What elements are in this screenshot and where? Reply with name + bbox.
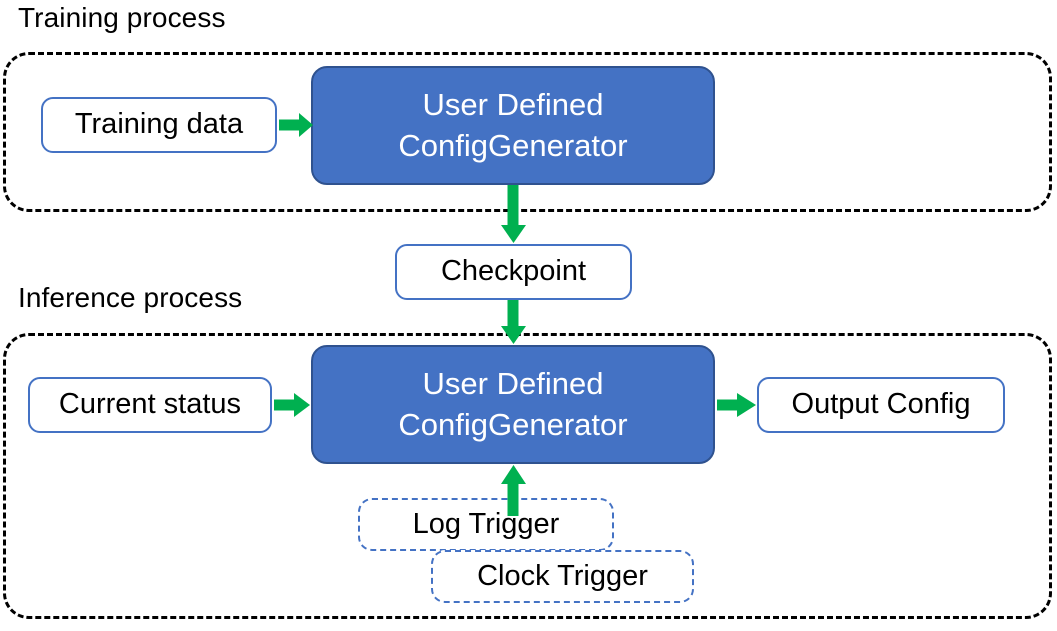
node-checkpoint[interactable]: Checkpoint bbox=[395, 244, 632, 300]
node-inference-config-generator[interactable]: User Defined ConfigGenerator bbox=[311, 345, 715, 464]
node-current-status[interactable]: Current status bbox=[28, 377, 272, 433]
node-training-config-generator[interactable]: User Defined ConfigGenerator bbox=[311, 66, 715, 185]
training-process-group bbox=[3, 52, 1052, 212]
node-inference-config-generator-line2: ConfigGenerator bbox=[398, 406, 628, 442]
node-output-config[interactable]: Output Config bbox=[757, 377, 1005, 433]
node-training-config-generator-line1: User Defined bbox=[422, 87, 604, 123]
node-inference-config-generator-line1: User Defined bbox=[422, 366, 604, 402]
inference-process-group bbox=[3, 333, 1052, 619]
node-checkpoint-label: Checkpoint bbox=[440, 255, 587, 288]
node-clock-trigger[interactable]: Clock Trigger bbox=[431, 550, 694, 603]
node-training-data[interactable]: Training data bbox=[41, 97, 277, 153]
node-training-config-generator-line2: ConfigGenerator bbox=[398, 127, 628, 163]
node-log-trigger[interactable]: Log Trigger bbox=[358, 498, 614, 551]
inference-process-caption: Inference process bbox=[18, 282, 243, 313]
node-output-config-label: Output Config bbox=[791, 388, 971, 421]
training-process-caption: Training process bbox=[18, 2, 226, 33]
node-clock-trigger-label: Clock Trigger bbox=[477, 559, 648, 592]
node-training-data-label: Training data bbox=[74, 108, 244, 141]
node-log-trigger-label: Log Trigger bbox=[412, 507, 560, 540]
node-current-status-label: Current status bbox=[58, 388, 242, 421]
